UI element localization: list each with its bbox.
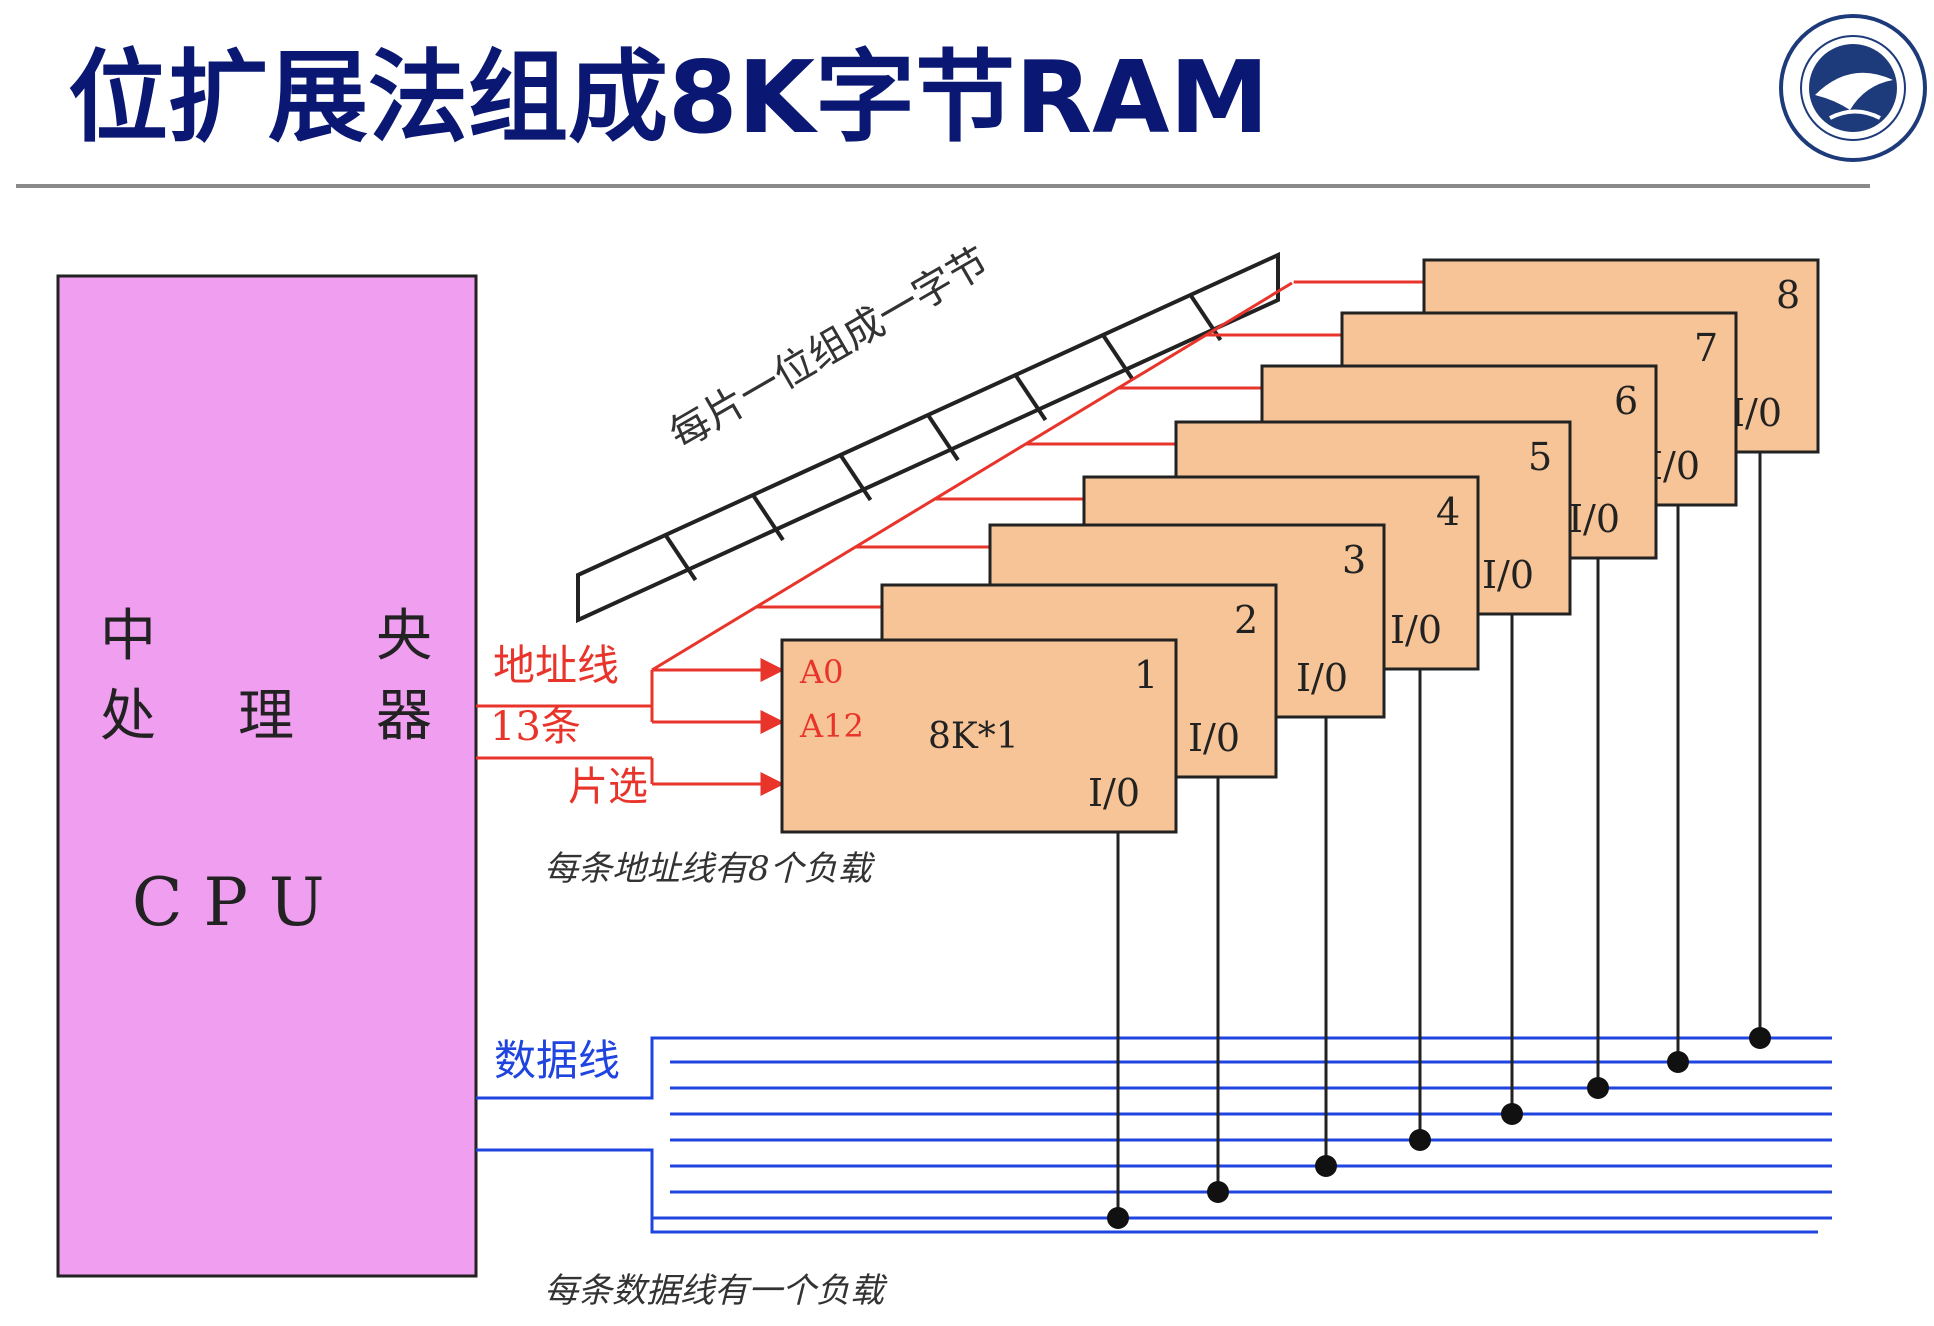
cpu-block [56, 274, 478, 1278]
cpu-char-yang: 央 [376, 604, 432, 669]
pin-a0-label: A0 [799, 653, 843, 691]
address-bus-main [476, 658, 785, 796]
byte-strip-divider [1101, 333, 1135, 382]
chip-number: 2 [1234, 598, 1258, 642]
chip-number: 5 [1528, 435, 1552, 479]
address-count-label: 13条 [490, 704, 581, 750]
chip-number: 3 [1342, 538, 1366, 582]
chip-io-label: I/0 [1296, 656, 1348, 700]
chip-number: 7 [1694, 326, 1718, 370]
page-title: 位扩展法组成8K字节RAM [68, 39, 1269, 156]
io-junction-dot [1107, 1207, 1129, 1229]
memory-chips: 8I/07I/06I/05I/04I/03I/02I/01I/0 [780, 258, 1820, 1229]
data-bus-lines [652, 1036, 1832, 1220]
byte-strip [576, 251, 1280, 624]
byte-strip-cells [663, 293, 1223, 582]
byte-strip-divider [751, 493, 785, 542]
cpu-char-chu: 处 [100, 684, 156, 749]
chip-body [780, 638, 1178, 834]
chip-select-label: 片选 [568, 764, 648, 810]
chip-number: 4 [1436, 490, 1460, 534]
university-logo [1779, 14, 1927, 162]
io-junction-dot [1667, 1051, 1689, 1073]
cpu-char-zhong: 中 [100, 604, 156, 669]
memory-chip: 1I/0 [780, 638, 1178, 834]
chip-io-label: I/0 [1390, 608, 1442, 652]
cpu-label: C P U [132, 864, 325, 941]
chip-io-label: I/0 [1482, 553, 1534, 597]
chip-io-label: I/0 [1568, 497, 1620, 541]
cpu-char-qi: 器 [376, 684, 432, 749]
chip-io-label: I/0 [1188, 716, 1240, 760]
chip-number: 6 [1614, 379, 1638, 423]
io-junction-dot [1587, 1077, 1609, 1099]
byte-strip-divider [838, 453, 873, 502]
byte-strip-divider [1013, 373, 1048, 422]
pin-a12-label: A12 [799, 707, 864, 745]
chip-io-label: I/0 [1730, 391, 1782, 435]
address-bus-label: 地址线 [493, 641, 619, 690]
address-load-note: 每条地址线有8个负载 [544, 849, 876, 889]
data-bus-main [476, 1036, 1832, 1234]
io-junction-dot [1409, 1129, 1431, 1151]
io-junction-dot [1749, 1027, 1771, 1049]
io-junction-dot [1207, 1181, 1229, 1203]
chip-io-label: I/0 [1088, 771, 1140, 815]
byte-strip-divider [663, 533, 698, 582]
cpu-char-li: 理 [238, 684, 294, 749]
byte-strip-divider [926, 413, 960, 462]
address-bus-lines [651, 280, 1424, 672]
io-junction-dot [1501, 1103, 1523, 1125]
data-load-note: 每条数据线有一个负载 [544, 1271, 888, 1311]
byte-strip-divider [1188, 293, 1223, 342]
data-bus-label: 数据线 [494, 1036, 620, 1085]
chip-number: 1 [1134, 653, 1158, 697]
chip-number: 8 [1776, 273, 1800, 317]
chip-capacity-label: 8K*1 [928, 716, 1019, 757]
io-junction-dot [1315, 1155, 1337, 1177]
